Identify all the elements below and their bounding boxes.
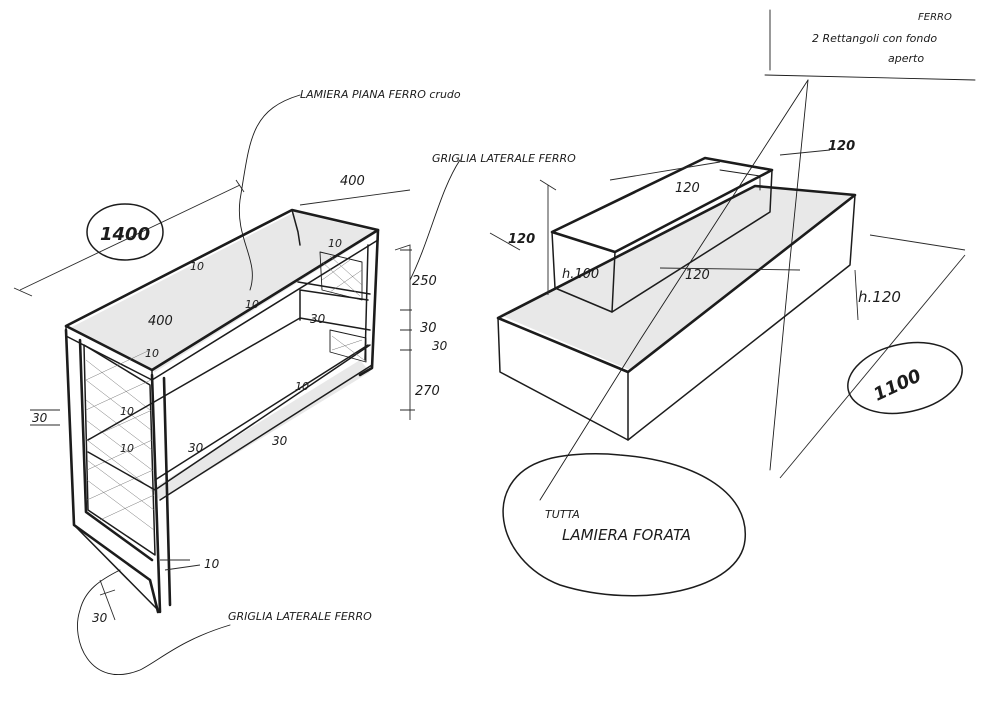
note-rettangoli: 2 Rettangoli con fondo: [812, 32, 937, 45]
label-lamiera-forata: LAMIERA FORATA: [562, 526, 691, 544]
dim-height-250: 250: [412, 274, 437, 289]
dim-circle-1400: [86, 203, 164, 261]
left-console-sketch: LAMIERA PIANA FERRO crudo GRIGLIA LATERA…: [13, 88, 576, 676]
label-blob: [502, 453, 746, 597]
dim-thickness-f: 10: [120, 405, 134, 418]
label-lamiera-piana: LAMIERA PIANA FERRO crudo: [300, 88, 461, 101]
dim-frame-a: 30: [310, 312, 326, 326]
dim-frame-e: 30: [32, 411, 48, 425]
dim-length-1400: 1400: [100, 224, 150, 245]
dim-frame-c: 30: [188, 441, 204, 455]
right-step-sketch: FERRO 2 Rettangoli con fondo aperto TUTT…: [489, 9, 976, 597]
dim-thickness-a: 10: [190, 260, 204, 273]
note-ferro: FERRO: [918, 12, 952, 23]
dim-width-top-120: 120: [675, 181, 700, 196]
dim-shelf-30: 30: [420, 321, 437, 336]
dim-leg-30: 30: [92, 611, 108, 625]
left-grid-hatch: [85, 349, 155, 531]
dim-thickness-b: 10: [328, 237, 342, 250]
dim-length-1100: 1100: [870, 365, 924, 405]
label-griglia-laterale-top: GRIGLIA LATERALE FERRO: [432, 152, 576, 165]
dim-circle-1100: [847, 341, 963, 415]
dim-frame-d: 30: [272, 434, 288, 448]
dim-mid-120: 120: [685, 268, 710, 283]
dim-thickness-c: 10: [245, 298, 259, 311]
dim-height-small-120: 120: [508, 232, 535, 247]
note-aperto: aperto: [888, 52, 924, 65]
label-griglia-laterale-bottom: GRIGLIA LATERALE FERRO: [228, 610, 372, 623]
dim-thickness-d: 10: [145, 347, 159, 360]
dim-frame-b: 30: [432, 339, 448, 353]
dim-height-270: 270: [415, 384, 440, 399]
dim-thickness-g: 10: [120, 442, 134, 455]
label-tutta: TUTTA: [545, 508, 580, 521]
dim-leg-10: 10: [204, 557, 220, 571]
dim-width-right-120: 120: [828, 139, 855, 154]
dim-height-base-120: h.120: [858, 288, 901, 306]
dim-depth-400: 400: [340, 174, 365, 189]
dim-height-box-100: h.100: [562, 267, 599, 282]
dim-depth-inner-400: 400: [148, 314, 173, 329]
dim-thickness-e: 10: [295, 380, 309, 393]
